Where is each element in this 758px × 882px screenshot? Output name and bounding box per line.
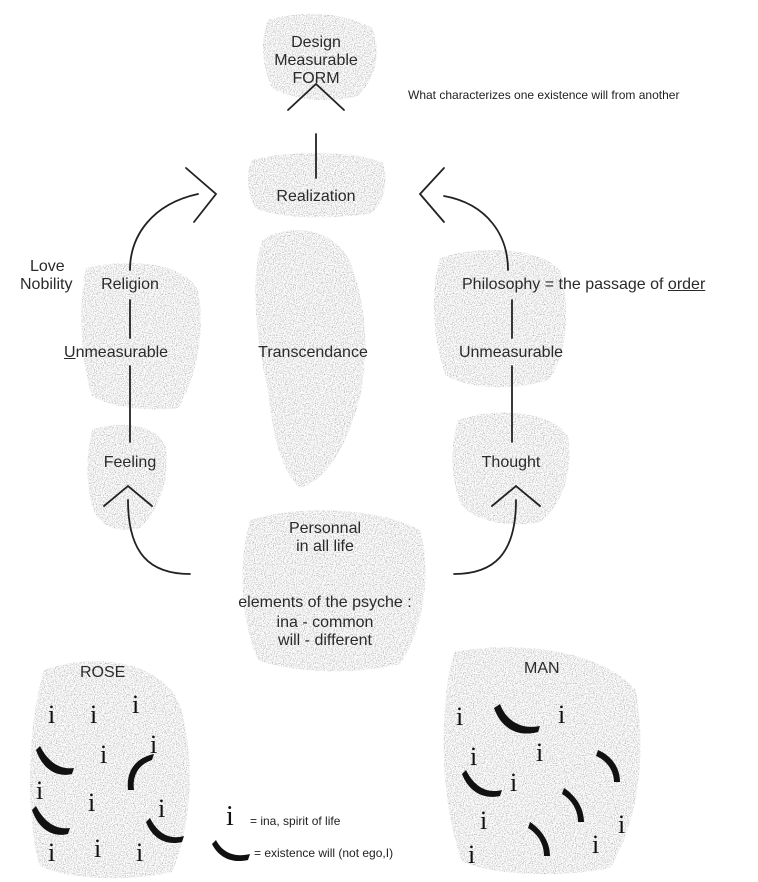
note-characterizes: What characterizes one existence will fr… xyxy=(408,88,680,102)
label-rose: ROSE xyxy=(80,664,126,681)
label-elements-psyche: elements of the psyche : xyxy=(238,594,412,611)
arrowhead-upper-right xyxy=(418,167,445,223)
smudge-personnal xyxy=(242,510,426,672)
ina-mark: i xyxy=(48,700,56,729)
legend-ina-icon: i xyxy=(226,801,234,832)
will-mark-rose-1 xyxy=(36,746,74,775)
ina-mark: i xyxy=(36,776,44,805)
ina-mark: i xyxy=(480,806,488,835)
label-feeling: Feeling xyxy=(103,454,157,471)
ina-mark: i xyxy=(48,838,56,867)
ina-mark: i xyxy=(136,838,144,867)
arc-lower-right xyxy=(453,499,517,575)
smudge-philosophy xyxy=(433,249,567,388)
underlined-u: U xyxy=(64,344,76,361)
label-form: FORM xyxy=(292,70,340,87)
smudge-transcendance xyxy=(255,230,366,488)
ina-mark: i xyxy=(536,738,544,767)
ina-mark: i xyxy=(94,834,102,863)
label-measurable: Measurable xyxy=(274,52,358,69)
label-in-all-life: in all life xyxy=(296,538,354,555)
order-text: order xyxy=(667,276,706,293)
label-realization: Realization xyxy=(276,188,356,205)
will-mark-rose-4 xyxy=(146,818,184,844)
philosophy-text: Philosophy = the passage of xyxy=(462,276,668,293)
ina-mark: i xyxy=(470,742,478,771)
ina-mark: i xyxy=(100,740,108,769)
smudge-man xyxy=(443,647,641,875)
ina-mark: i xyxy=(456,702,464,731)
label-love: Love xyxy=(30,258,65,275)
arrowhead-lower-right xyxy=(491,484,541,507)
ina-mark: i xyxy=(510,768,518,797)
ina-mark: i xyxy=(90,700,98,729)
will-mark-man-2 xyxy=(462,770,502,797)
will-mark-legend xyxy=(212,840,250,862)
arrowhead-lower-left xyxy=(103,484,153,507)
label-man: MAN xyxy=(524,660,560,677)
label-nobility: Nobility xyxy=(20,276,73,293)
label-transcendance: Transcendance xyxy=(258,344,368,361)
ina-mark: i xyxy=(158,794,166,823)
will-mark-rose-3 xyxy=(32,806,70,835)
label-will-different: will - different xyxy=(278,632,372,649)
smudge-feeling xyxy=(87,424,167,530)
smudge-design xyxy=(263,13,377,101)
legend-will-text: = existence will (not ego,I) xyxy=(254,846,394,860)
ina-mark: i xyxy=(132,690,140,719)
will-mark-man-5 xyxy=(528,822,550,856)
smudge-realization xyxy=(247,152,386,218)
arrowhead-form xyxy=(287,82,345,111)
label-design: Design xyxy=(291,34,341,51)
ina-mark: i xyxy=(88,788,96,817)
ina-mark: i xyxy=(592,830,600,859)
label-unmeasurable-left: Unmeasurable xyxy=(64,344,168,362)
smudge-religion xyxy=(81,263,201,410)
label-religion: Religion xyxy=(101,276,159,293)
arc-upper-left xyxy=(129,193,199,271)
label-personnal: Personnal xyxy=(288,520,362,537)
label-ina-common: ina - common xyxy=(276,614,374,631)
label-unmeasurable-right: Unmeasurable xyxy=(458,344,564,361)
will-mark-man-1 xyxy=(494,704,540,734)
ina-mark: i xyxy=(468,840,476,869)
will-mark-rose-2 xyxy=(127,754,154,790)
will-mark-man-3 xyxy=(596,750,620,782)
ina-mark: i xyxy=(558,700,566,729)
label-thought: Thought xyxy=(481,454,541,471)
arc-lower-left xyxy=(127,499,191,575)
legend-ina-text: = ina, spirit of life xyxy=(250,814,341,828)
will-mark-man-4 xyxy=(562,788,584,822)
arrowhead-upper-left xyxy=(185,167,218,223)
label-philosophy: Philosophy = the passage of order xyxy=(462,276,705,294)
ina-mark: i xyxy=(150,730,158,759)
smudge-thought xyxy=(452,412,570,525)
ina-mark: i xyxy=(618,810,626,839)
arc-upper-right xyxy=(443,195,509,271)
unmeasurable-rest: nmeasurable xyxy=(75,344,169,361)
